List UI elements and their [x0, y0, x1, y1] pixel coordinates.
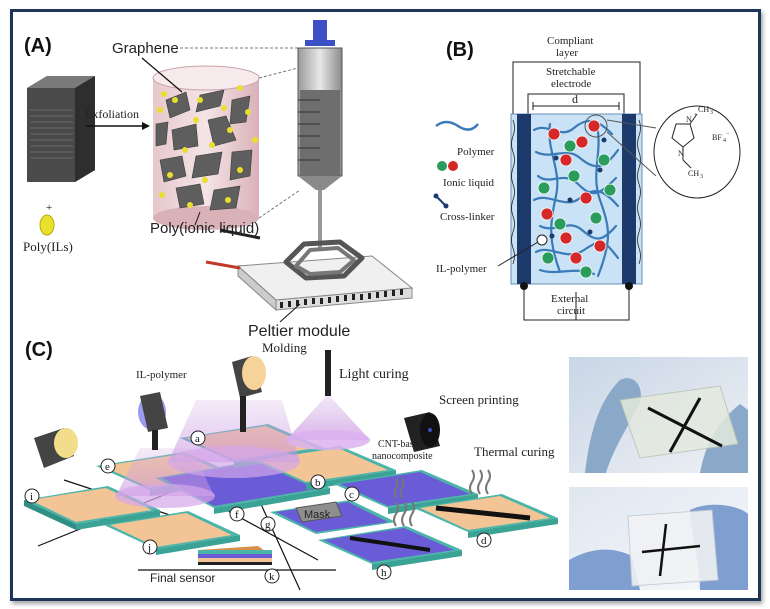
step-a: a	[195, 433, 200, 445]
ionic-liquid-inset	[653, 105, 741, 199]
graphene-label: Graphene	[112, 40, 179, 57]
ch3-top-sub: 3	[710, 110, 713, 116]
light-curing-cone-base	[286, 430, 370, 450]
n-plus-atom: N	[686, 115, 692, 124]
cnt-label-2: nanocomposite	[372, 451, 433, 462]
exfoliation-arrowhead	[142, 122, 150, 130]
legend-cross-linker: Cross-linker	[440, 211, 495, 223]
zoom-circle	[584, 114, 608, 138]
panel-a-label: (A)	[24, 35, 52, 57]
panel-b: (B) Compliant layer Stretchable electrod…	[433, 35, 741, 321]
mask-shape	[295, 501, 343, 523]
external-label-1: External	[551, 293, 588, 305]
compliant-label-1: Compliant	[547, 35, 593, 47]
heat-waves	[393, 469, 491, 527]
zoom-line-1	[258, 67, 299, 79]
left-can	[34, 428, 78, 468]
light-curing-label: Light curing	[339, 367, 409, 382]
panel-b-legend: Polymer Ionic liquid Cross-linker	[433, 120, 495, 223]
light-curing-cone	[286, 394, 370, 440]
ions	[536, 114, 617, 279]
legend-polymer: Polymer	[457, 146, 495, 158]
thermal-curing-label: Thermal curing	[474, 444, 555, 459]
pil-pointer	[194, 211, 201, 226]
light-cone-molding	[168, 400, 300, 462]
inset-line-2	[606, 131, 657, 177]
light-source-rod	[325, 350, 331, 396]
panel-b-label: (B)	[446, 39, 474, 61]
step-i: i	[30, 491, 33, 503]
n-atom: N	[678, 149, 684, 158]
cross-links	[549, 137, 607, 239]
imidazolium-ring	[671, 113, 698, 169]
step-b: b	[315, 477, 321, 489]
graphene-pointer	[141, 57, 183, 93]
ch3-bottom: CH	[688, 169, 699, 178]
peltier-module	[205, 228, 414, 312]
il-polymer-pointer	[497, 241, 539, 267]
il-polymer-label-c: IL-polymer	[136, 369, 187, 381]
legend-ionic-liquid: Ionic liquid	[443, 177, 495, 189]
il-polymer-dispenser	[138, 392, 168, 450]
step-g: g	[265, 519, 271, 531]
bf4-sub: 4	[723, 138, 726, 144]
molding-dispenser	[232, 356, 266, 432]
step-f: f	[235, 509, 239, 521]
cnt-label-1: CNT-based	[378, 439, 423, 450]
exfoliation-label: Exfoliation	[85, 107, 139, 121]
ch3-top: CH	[698, 105, 709, 114]
composite-cylinder	[152, 65, 260, 230]
plus-sign: +	[46, 202, 52, 214]
step-c: c	[349, 489, 354, 501]
il-polymer-label-b: IL-polymer	[436, 263, 487, 275]
step-markers: a b c d e f g h i j k	[24, 430, 492, 584]
bf4-anion: BF	[712, 133, 722, 142]
final-sensor-label: Final sensor	[150, 571, 215, 585]
legend-minus-ion	[437, 161, 447, 171]
poly-il-particle	[39, 214, 55, 236]
panel-c: (C)	[24, 339, 748, 591]
external-label-2: circuit	[557, 305, 585, 317]
step-k: k	[269, 571, 275, 583]
panel-c-label: (C)	[25, 339, 53, 361]
sensor-photo-bottom	[569, 487, 748, 590]
step-j: j	[147, 542, 151, 554]
il-polymer-marker	[536, 234, 548, 246]
peltier-label: Peltier module	[248, 323, 350, 340]
legend-plus-ion	[448, 161, 458, 171]
mask-label: Mask	[304, 509, 331, 521]
peltier-pointer	[279, 303, 301, 323]
bf4-charge: −	[726, 131, 730, 137]
panel-a: (A) + Poly(ILs) Exfoliation	[23, 20, 414, 340]
stretchable-label-2: electrode	[551, 78, 591, 90]
step-e: e	[105, 461, 110, 473]
n-plus-charge: +	[694, 113, 698, 119]
stretchable-label-1: Stretchable	[546, 66, 596, 78]
syringe	[297, 20, 343, 250]
distance-d-label: d	[572, 92, 578, 106]
light-cone-il	[116, 448, 214, 496]
molding-label: Molding	[262, 340, 307, 355]
ch3-bottom-sub: 3	[700, 174, 703, 180]
poly-ils-label: Poly(ILs)	[23, 239, 73, 254]
step-d: d	[481, 535, 487, 547]
left-electrode	[517, 114, 531, 284]
step-h: h	[381, 567, 387, 579]
final-sensor-stack	[198, 546, 272, 565]
external-circuit	[520, 282, 633, 321]
zoom-line-2	[258, 189, 301, 219]
screen-printing-nozzle	[404, 412, 440, 452]
compliant-label-2: layer	[556, 47, 578, 59]
dimension-brackets	[512, 61, 641, 114]
sensor-photo-top	[569, 357, 748, 473]
screen-printing-label: Screen printing	[439, 392, 519, 407]
compliant-layer-edges	[511, 119, 641, 265]
graphite-block	[27, 76, 95, 182]
light-cone-il-base	[115, 484, 215, 508]
inset-line-1	[606, 119, 657, 129]
right-electrode	[622, 114, 636, 284]
